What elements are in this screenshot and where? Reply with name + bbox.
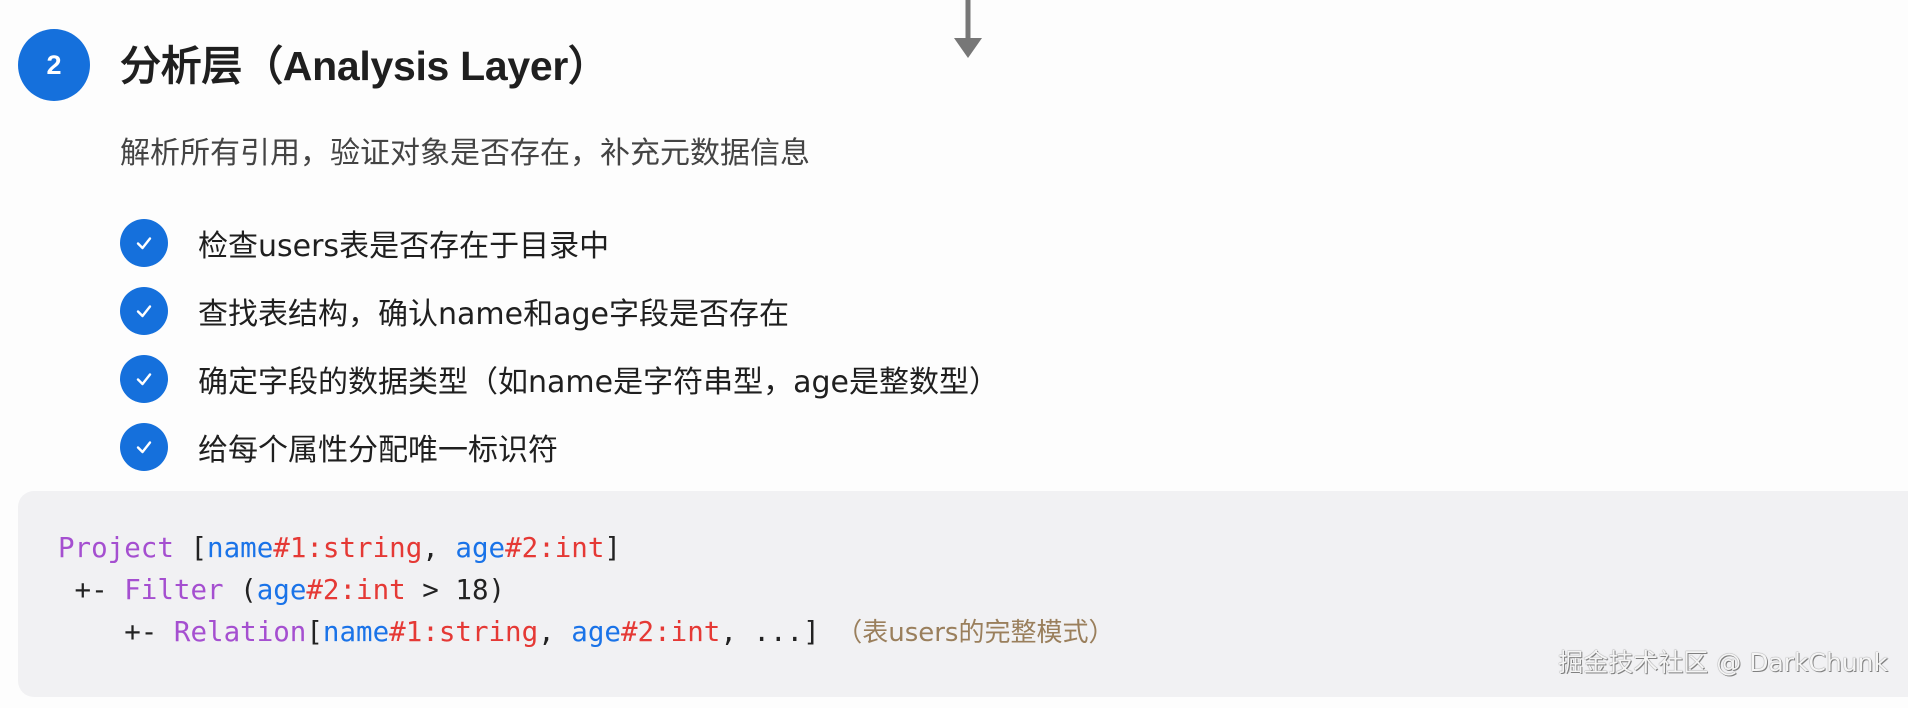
checklist-item: 确定字段的数据类型（如name是字符串型，age是整数型）	[120, 355, 999, 403]
code-token-plain: +-	[58, 616, 174, 648]
code-token-type: #1:string	[273, 532, 423, 564]
check-icon	[120, 423, 168, 471]
code-token-plain: ,	[538, 616, 572, 648]
step-number: 2	[46, 49, 62, 80]
checklist-item: 查找表结构，确认name和age字段是否存在	[120, 287, 999, 335]
checklist: 检查users表是否存在于目录中 查找表结构，确认name和age字段是否存在 …	[120, 219, 999, 491]
code-line: +- Filter (age#2:int > 18)	[58, 569, 1114, 611]
code-token-identifier: name	[322, 616, 390, 648]
code-block: Project [name#1:string, age#2:int] +- Fi…	[18, 491, 1908, 697]
section-description: 解析所有引用，验证对象是否存在，补充元数据信息	[120, 136, 810, 171]
code-line: +- Relation[name#1:string, age#2:int, ..…	[58, 611, 1114, 654]
code-token-plain: [	[173, 532, 208, 564]
code-token-type: #2:int	[505, 532, 605, 564]
code-token-identifier: age	[455, 532, 506, 564]
code-token-plain: ]	[604, 532, 621, 564]
section-title: 分析层（Analysis Layer）	[120, 43, 609, 89]
arrow-down-icon	[954, 0, 982, 58]
checklist-item-label: 检查users表是否存在于目录中	[198, 229, 610, 264]
checklist-item: 检查users表是否存在于目录中	[120, 219, 999, 267]
code-comment: （表users的完整模式）	[836, 618, 1115, 648]
code-token-identifier: age	[571, 616, 621, 648]
code-token-keyword: Filter	[124, 574, 224, 606]
code-token-type: #1:string	[389, 616, 539, 648]
check-icon	[120, 287, 168, 335]
code-token-plain: , ...]	[720, 616, 837, 648]
check-icon	[120, 219, 168, 267]
code-token-plain: (	[223, 574, 257, 606]
code-token-plain: > 18)	[405, 574, 506, 606]
check-icon	[120, 355, 168, 403]
code-token-type: #2:int	[620, 616, 721, 648]
watermark: 掘金技术社区 @ DarkChunk	[1558, 648, 1888, 677]
code-token-keyword: Relation	[173, 616, 307, 648]
checklist-item-label: 查找表结构，确认name和age字段是否存在	[198, 297, 789, 332]
code-line: Project [name#1:string, age#2:int]	[58, 527, 1114, 569]
code-token-plain: ,	[422, 532, 456, 564]
code-token-plain: +-	[58, 574, 125, 606]
code-token-identifier: name	[207, 532, 274, 564]
code-token-type: #2:int	[306, 574, 406, 606]
logical-plan-code: Project [name#1:string, age#2:int] +- Fi…	[58, 527, 1114, 654]
code-token-keyword: Project	[58, 532, 174, 564]
code-token-identifier: age	[256, 574, 307, 606]
checklist-item-label: 确定字段的数据类型（如name是字符串型，age是整数型）	[198, 365, 999, 400]
code-token-plain: [	[306, 616, 323, 648]
step-number-badge: 2	[18, 29, 90, 101]
checklist-item-label: 给每个属性分配唯一标识符	[198, 433, 558, 468]
checklist-item: 给每个属性分配唯一标识符	[120, 423, 999, 471]
